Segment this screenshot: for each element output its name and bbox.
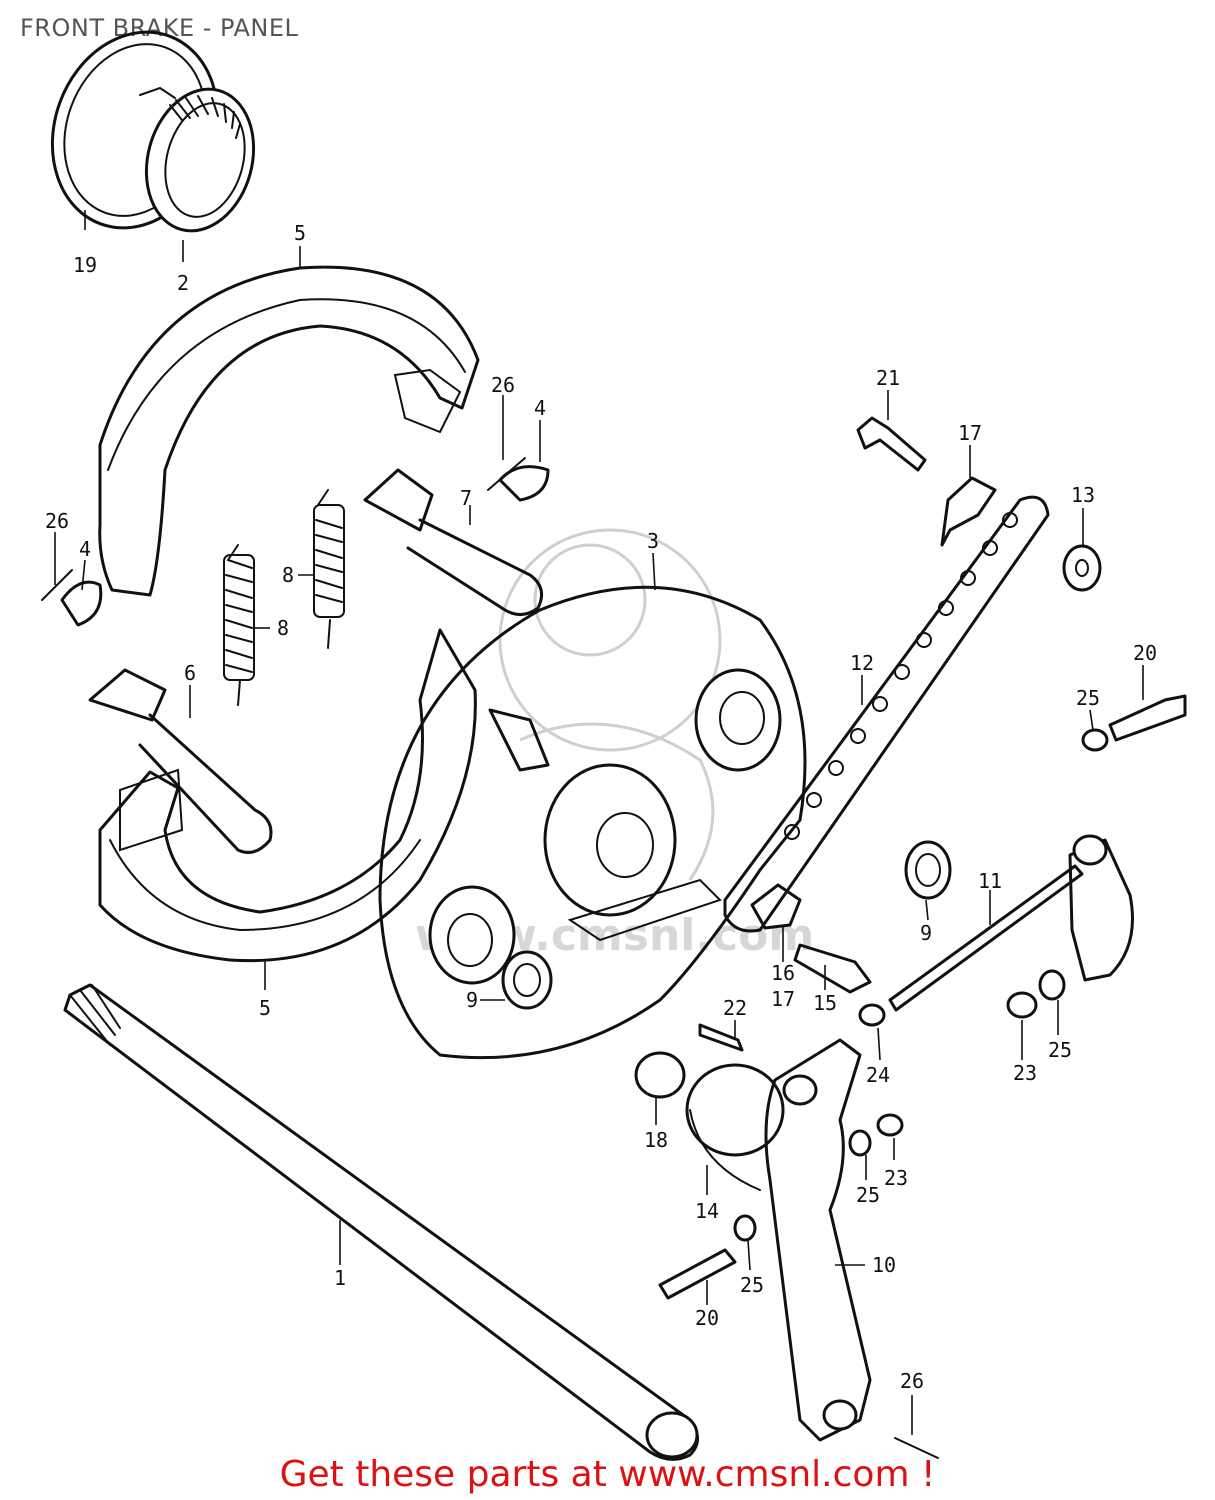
callout-21: 21 <box>876 366 900 390</box>
callout-12: 12 <box>850 651 874 675</box>
callout-18: 18 <box>644 1128 668 1152</box>
part-2-gear <box>139 86 256 233</box>
callout-14: 14 <box>695 1199 719 1223</box>
callout-8-lower: 8 <box>277 616 289 640</box>
callout-4-upper: 4 <box>534 396 546 420</box>
callout-26-left: 26 <box>45 509 69 533</box>
callout-25-mid: 25 <box>1048 1038 1072 1062</box>
part-10-brake-arm <box>764 1038 872 1442</box>
part-21-17-13 <box>856 416 1102 592</box>
callout-24: 24 <box>866 1063 890 1087</box>
part-6-cam <box>88 668 273 854</box>
callout-20-right: 20 <box>1133 641 1157 665</box>
part-5-brake-shoe-top <box>98 265 480 597</box>
callout-8-upper: 8 <box>282 563 294 587</box>
callout-25-lower: 25 <box>740 1273 764 1297</box>
callout-1: 1 <box>334 1266 346 1290</box>
callout-23-arm: 23 <box>884 1166 908 1190</box>
callout-17-upper: 17 <box>958 421 982 445</box>
part-11-rod <box>888 834 1134 1012</box>
footer-link[interactable]: Get these parts at www.cmsnl.com ! <box>279 1454 936 1495</box>
callout-17-lower: 17 <box>771 987 795 1011</box>
part-20-lower-bolt <box>658 1248 737 1300</box>
callout-4-left: 4 <box>79 537 91 561</box>
part-1-axle <box>63 983 699 1461</box>
callout-11: 11 <box>978 869 1002 893</box>
callout-7: 7 <box>460 486 472 510</box>
callout-16: 16 <box>771 961 795 985</box>
part-7-cam <box>363 468 544 616</box>
callout-25-arm: 25 <box>856 1183 880 1207</box>
callout-23-right: 23 <box>1013 1061 1037 1085</box>
leader-lines <box>54 210 1144 1435</box>
callout-2: 2 <box>177 271 189 295</box>
callout-25-right: 25 <box>1076 686 1100 710</box>
part-12-rod <box>723 495 1050 933</box>
diagram-title: FRONT BRAKE - PANEL <box>20 14 299 42</box>
callout-19: 19 <box>73 253 97 277</box>
part-3-brake-panel <box>378 585 807 1060</box>
callout-9-right: 9 <box>920 921 932 945</box>
part-15-16-17 <box>750 883 872 994</box>
part-8-springs <box>223 489 345 706</box>
callout-10: 10 <box>872 1253 896 1277</box>
part-20-25-right <box>1081 694 1187 752</box>
small-hardware <box>698 969 1066 1242</box>
callout-5-top: 5 <box>294 221 306 245</box>
callout-26-lower: 26 <box>900 1369 924 1393</box>
part-5-brake-shoe-bottom <box>98 628 477 963</box>
part-9-washers <box>501 840 952 1010</box>
callout-15: 15 <box>813 991 837 1015</box>
callout-22: 22 <box>723 996 747 1020</box>
callout-26-upper: 26 <box>491 373 515 397</box>
callout-20-lower: 20 <box>695 1306 719 1330</box>
callout-13: 13 <box>1071 483 1095 507</box>
callout-6: 6 <box>184 661 196 685</box>
callout-9-left: 9 <box>466 988 478 1012</box>
part-26-lower-pin <box>894 1437 939 1459</box>
part-18-14-rings <box>634 1051 785 1191</box>
part-4-26-washers <box>41 457 550 627</box>
callout-3: 3 <box>647 529 659 553</box>
callout-5-bottom: 5 <box>259 996 271 1020</box>
callout-labels: 19 2 5 26 4 21 17 26 4 7 13 3 8 8 12 20 … <box>45 221 1157 1393</box>
